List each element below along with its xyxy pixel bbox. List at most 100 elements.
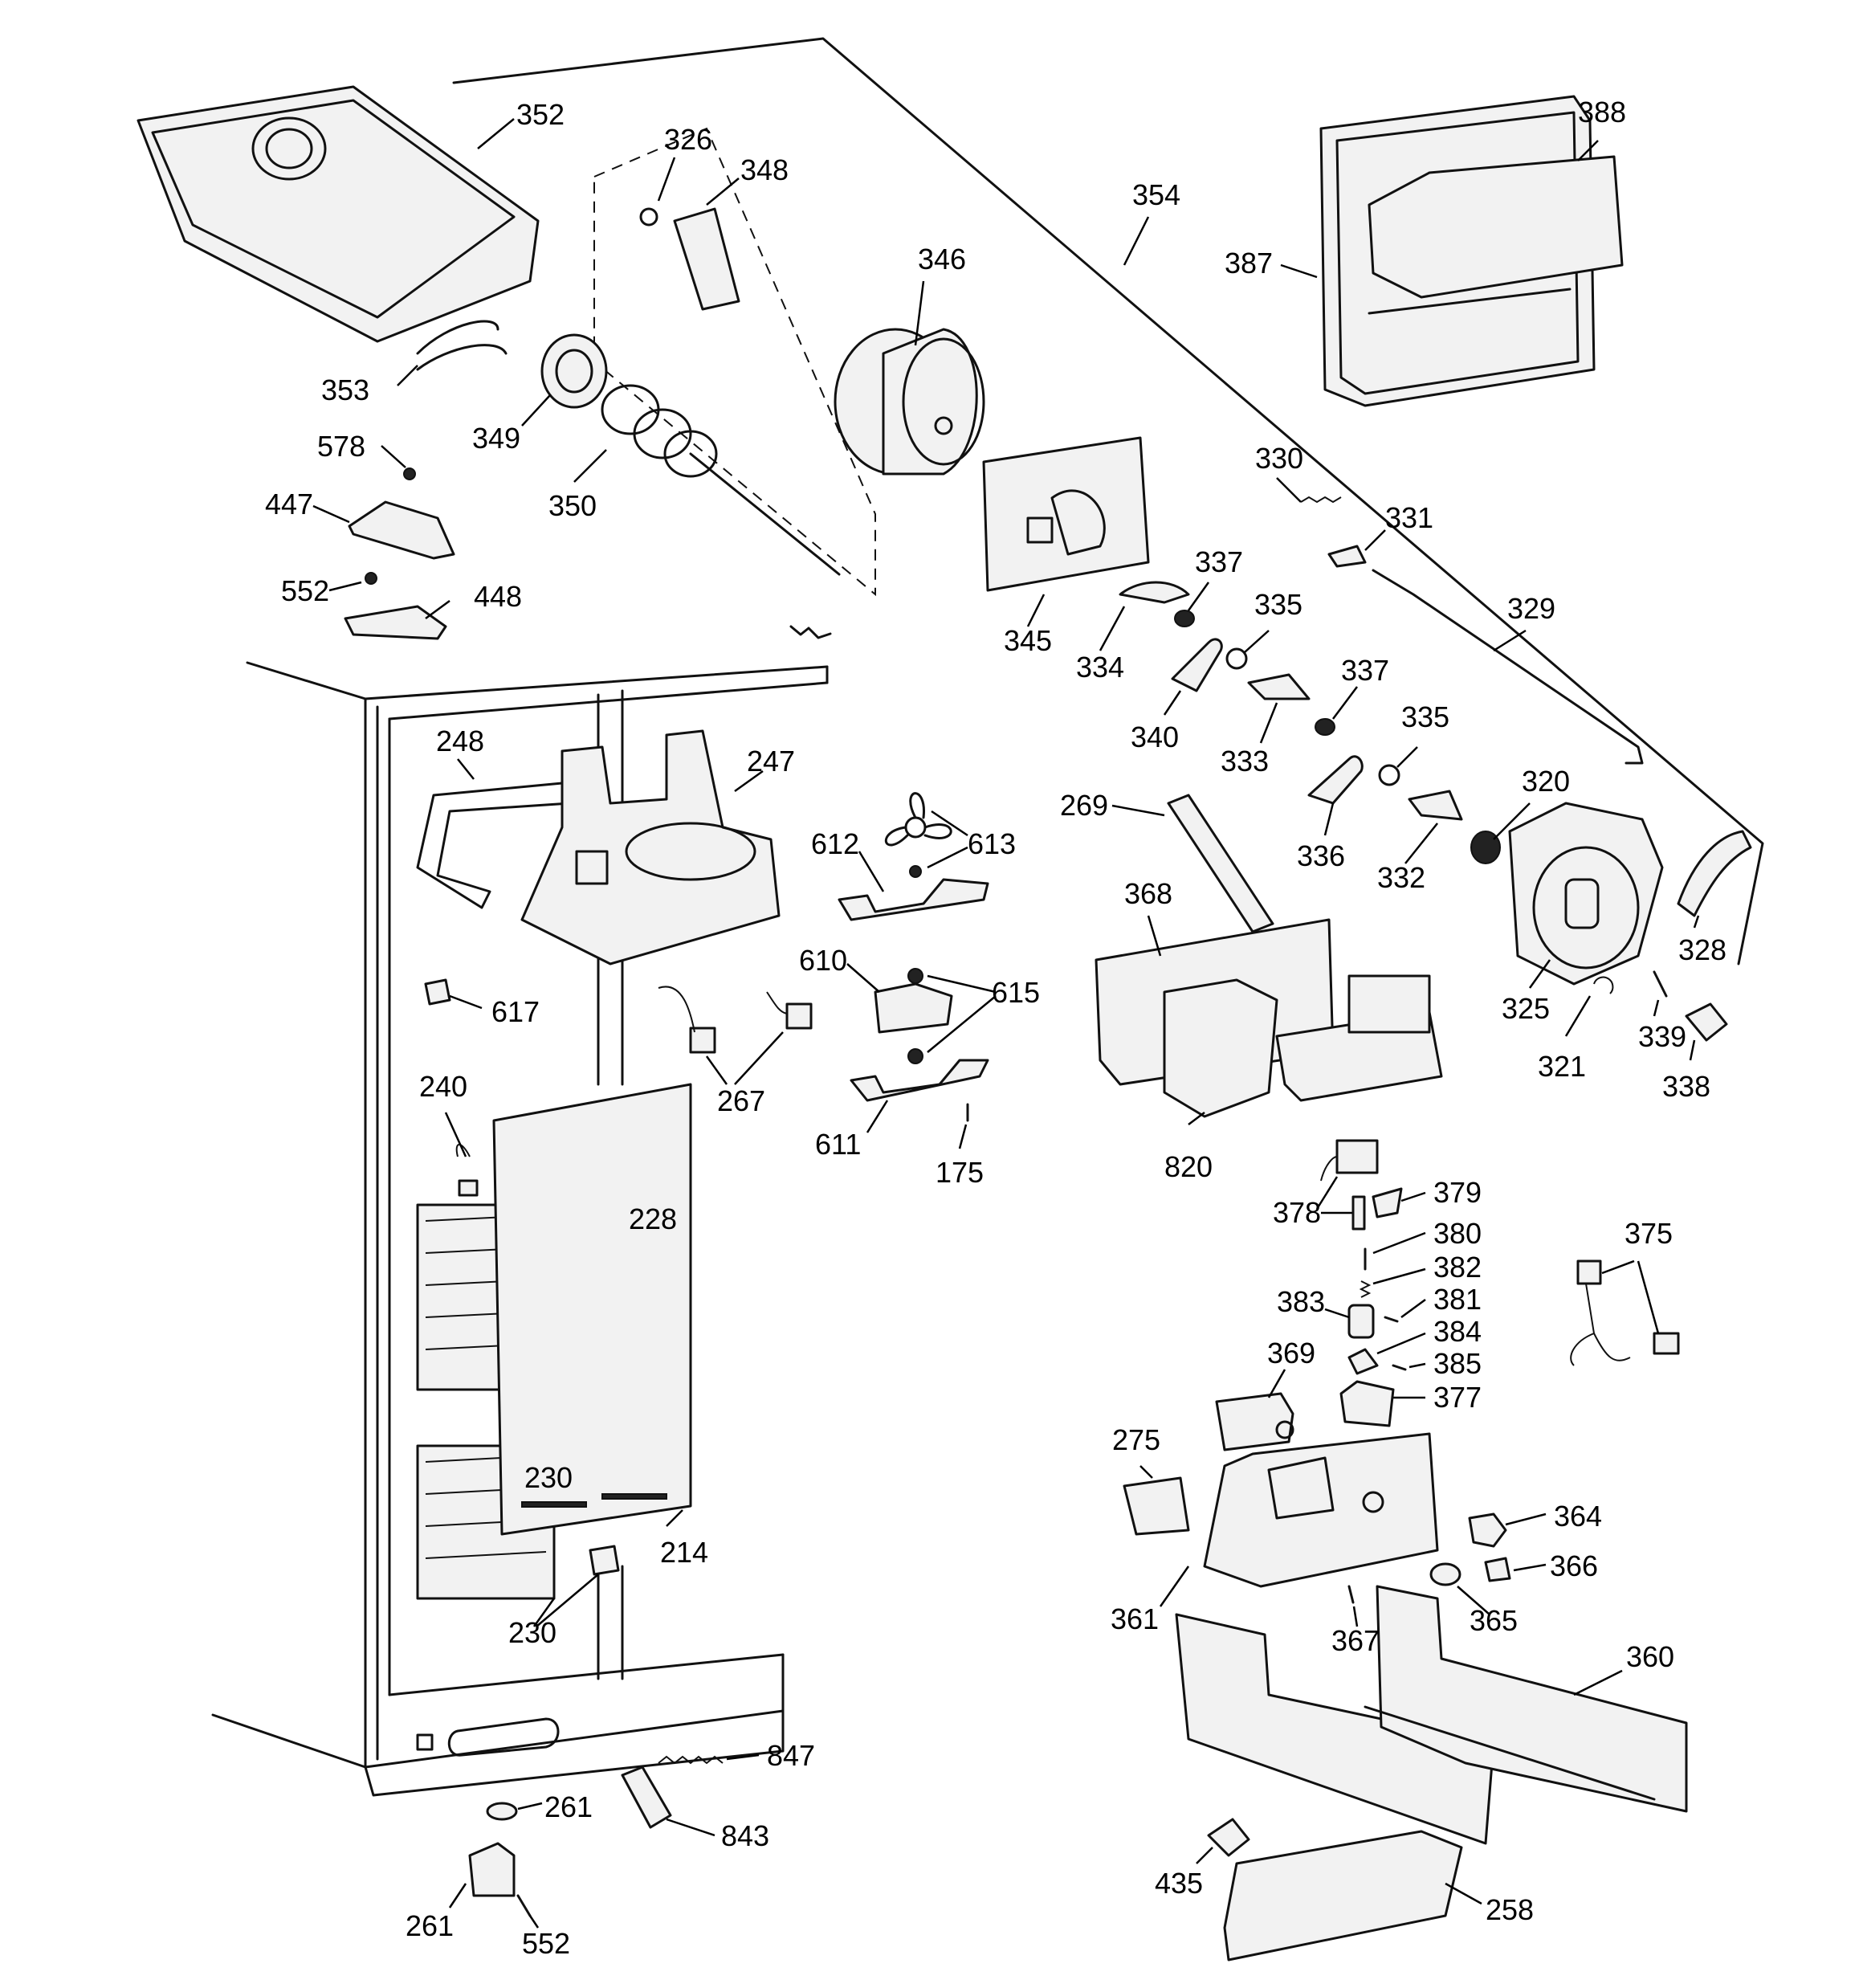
callout-321: 321 — [1538, 1050, 1586, 1083]
callout-248: 248 — [436, 725, 484, 757]
auger-plate-part — [673, 207, 740, 311]
pin-339-part — [1653, 970, 1668, 998]
callout-385: 385 — [1433, 1347, 1482, 1380]
cover-275-part — [1123, 1476, 1190, 1536]
callout-328: 328 — [1678, 933, 1726, 966]
callout-552-bottom: 552 — [522, 1927, 570, 1960]
callout-269: 269 — [1060, 789, 1108, 822]
lever-843-part — [621, 1766, 672, 1829]
spring-337-top-part — [1174, 610, 1195, 627]
screw-552-bottom-part — [516, 1894, 532, 1917]
callout-353: 353 — [321, 374, 369, 406]
gear-320-part — [1470, 831, 1501, 864]
motor-shield-328-part — [1677, 830, 1752, 917]
pin-381-part — [1384, 1316, 1399, 1323]
spring-330-part — [1300, 496, 1342, 504]
callout-578: 578 — [317, 430, 365, 463]
callout-339: 339 — [1638, 1020, 1686, 1053]
callout-345: 345 — [1004, 624, 1052, 657]
fan-blade-part — [884, 792, 952, 847]
callout-847: 847 — [767, 1739, 815, 1772]
solenoid-378-part — [1320, 1139, 1379, 1182]
bushing-335-bottom-part — [1378, 764, 1400, 786]
spring-382-part — [1359, 1280, 1372, 1298]
grommet-615-bottom-part — [907, 1048, 923, 1064]
callout-240: 240 — [419, 1070, 467, 1103]
drip-tray-258-part — [1223, 1830, 1463, 1961]
callout-335-bottom: 335 — [1401, 700, 1449, 733]
callout-613: 613 — [968, 827, 1016, 860]
bushing-383-part — [1347, 1304, 1375, 1339]
freezer-door-outline-line — [452, 37, 1764, 965]
callout-326: 326 — [664, 123, 712, 156]
callout-381: 381 — [1433, 1283, 1482, 1316]
callout-275: 275 — [1112, 1423, 1160, 1456]
callout-364: 364 — [1554, 1500, 1602, 1533]
callout-382: 382 — [1433, 1251, 1482, 1284]
bracket-230-part — [589, 1545, 620, 1576]
hinge-261-part — [468, 1842, 516, 1897]
cam-384-part — [1347, 1348, 1379, 1375]
nut-613-part — [909, 865, 922, 878]
pin-385-part — [1392, 1364, 1407, 1371]
callout-320: 320 — [1522, 765, 1570, 798]
callout-380: 380 — [1433, 1217, 1482, 1250]
callout-330: 330 — [1255, 442, 1303, 475]
callout-379: 379 — [1433, 1176, 1482, 1209]
callout-228: 228 — [629, 1202, 677, 1235]
switch-338-part — [1685, 1002, 1728, 1042]
bushing-261-top-part — [486, 1802, 518, 1821]
screw-367-part — [1347, 1585, 1355, 1604]
harness-375-part — [1570, 1259, 1680, 1366]
bracket-447-part — [348, 500, 455, 560]
clip-321-part — [1593, 976, 1614, 994]
callout-267: 267 — [717, 1084, 765, 1117]
bucket-wire-part — [416, 344, 508, 371]
callout-230-bottom: 230 — [508, 1616, 556, 1649]
callout-612: 612 — [811, 827, 859, 860]
motor-369-part — [1215, 1392, 1294, 1451]
harness-267-part — [658, 986, 813, 1054]
clip-366-part — [1484, 1557, 1511, 1582]
bracket-448-part — [344, 605, 447, 640]
callout-230-top: 230 — [524, 1461, 573, 1494]
callout-367: 367 — [1331, 1624, 1380, 1657]
bracket-611-part — [850, 1059, 989, 1102]
auger-motor-part — [1508, 802, 1664, 986]
callout-350: 350 — [548, 489, 597, 522]
rod-329-part — [1372, 569, 1644, 765]
callout-360: 360 — [1626, 1640, 1674, 1673]
callout-361: 361 — [1111, 1602, 1159, 1635]
bushing-335-top-part — [1225, 647, 1248, 670]
screw-578-part — [403, 467, 416, 480]
cam-340-part — [1171, 638, 1223, 692]
washer-326-part — [639, 207, 658, 227]
callout-331: 331 — [1385, 501, 1433, 534]
dispenser-housing-361-part — [1203, 1432, 1439, 1588]
cover-214-part — [492, 1083, 692, 1536]
clip-617-part — [424, 978, 451, 1006]
callout-617: 617 — [491, 995, 540, 1028]
ice-maker-part — [1095, 918, 1443, 1118]
callout-843: 843 — [721, 1819, 769, 1852]
callout-369: 369 — [1267, 1337, 1315, 1370]
callout-366: 366 — [1550, 1549, 1598, 1582]
callout-820: 820 — [1164, 1150, 1213, 1183]
callout-247: 247 — [747, 745, 795, 778]
callout-333: 333 — [1221, 745, 1269, 778]
callout-349: 349 — [472, 422, 520, 455]
callout-329: 329 — [1507, 592, 1555, 625]
gasket-248-part — [416, 782, 572, 909]
mounting-plate-part — [982, 436, 1150, 592]
callout-175: 175 — [936, 1156, 984, 1189]
callout-610: 610 — [799, 944, 847, 977]
motor-610-part — [874, 982, 953, 1034]
bracket-377-part — [1339, 1380, 1395, 1427]
callout-261-bottom: 261 — [406, 1909, 454, 1942]
screw-552-top-part — [365, 572, 377, 585]
callout-334: 334 — [1076, 651, 1124, 684]
clip-331-part — [1327, 545, 1367, 568]
callout-552-top: 552 — [281, 574, 329, 607]
callout-377: 377 — [1433, 1381, 1482, 1414]
